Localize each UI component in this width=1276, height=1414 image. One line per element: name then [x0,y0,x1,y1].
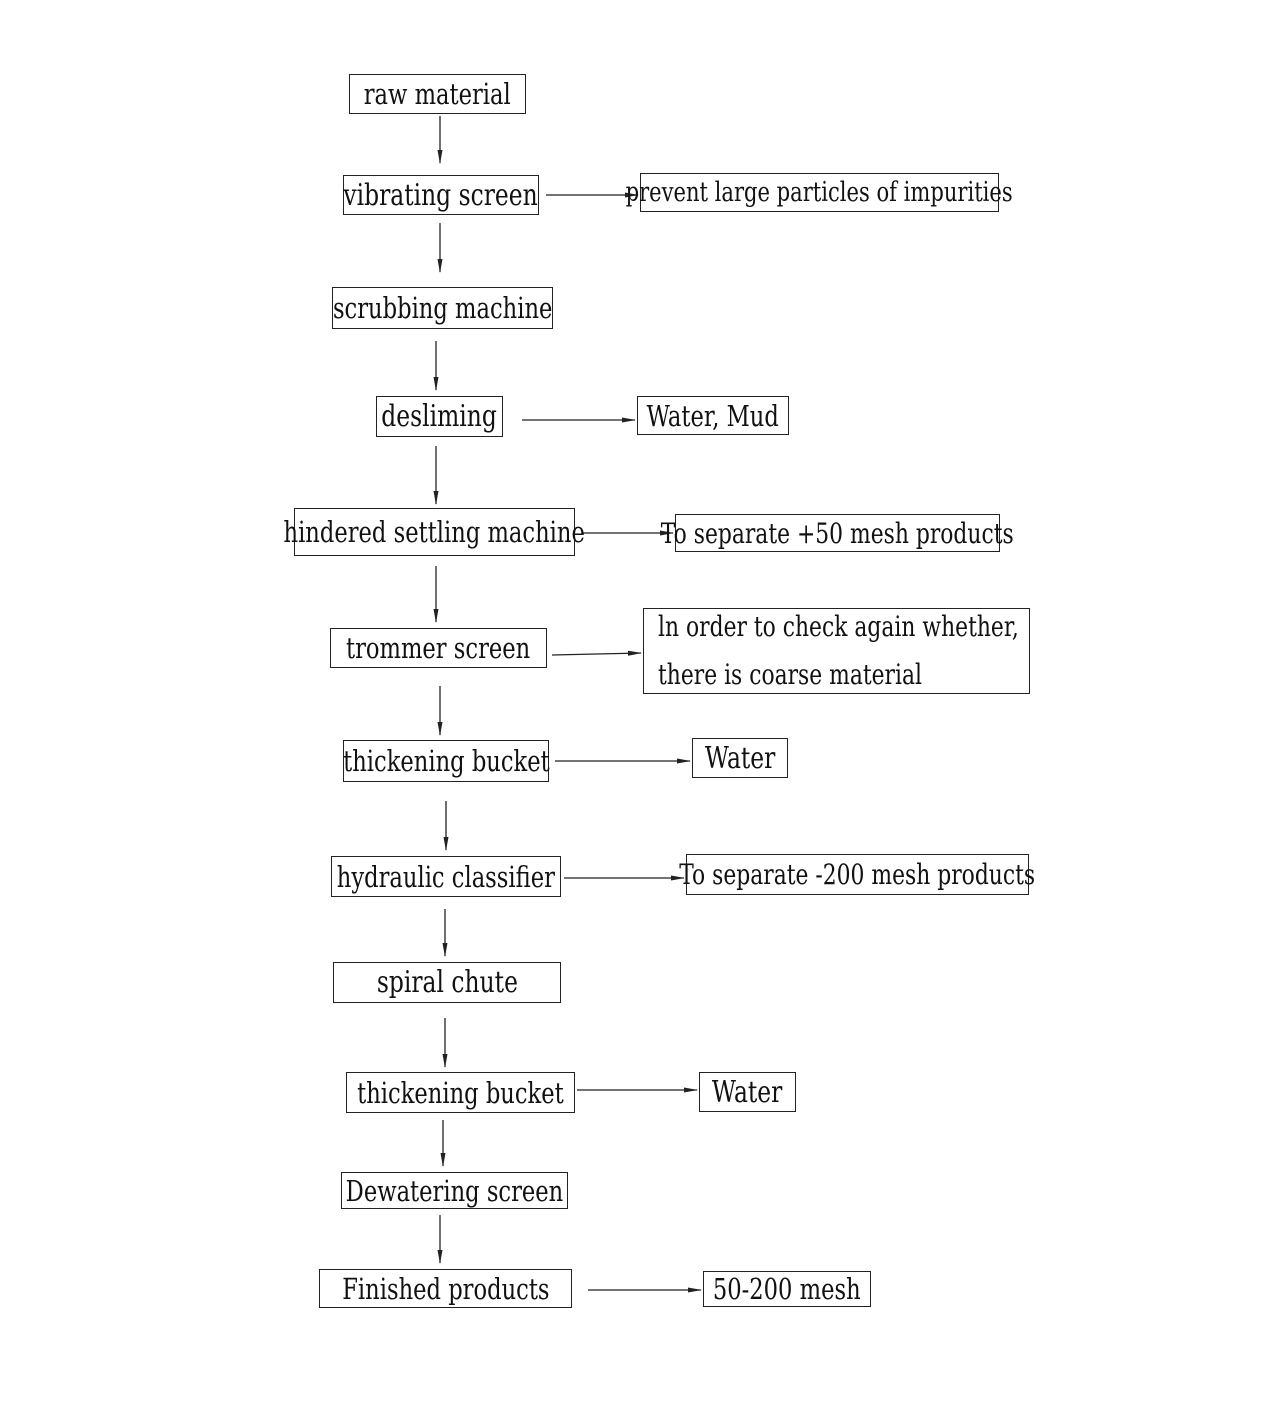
step-thickening-bucket-2: thickening bucket [346,1072,575,1113]
step-label: trommer screen [346,631,531,665]
output-water-2: Water [699,1072,796,1112]
step-label: thickening bucket [357,1075,564,1110]
output-line-2: there is coarse material [658,658,922,691]
step-trommer-screen: trommer screen [330,628,547,668]
step-hindered-settling-machine: hindered settling machine [284,508,585,556]
output-water-1: Water [692,738,788,778]
output-label: To separate -200 mesh products [679,858,1036,891]
step-spiral-chute: spiral chute [333,962,561,1003]
output-50-200-mesh: 50-200 mesh [703,1271,871,1307]
step-raw-material: raw material [349,74,526,114]
output-label: Water, Mud [646,398,780,433]
step-thickening-bucket-1: thickening bucket [343,740,549,782]
output-line-1: ln order to check again whether, [658,610,1019,643]
step-label: spiral chute [376,965,518,1000]
output-label: 50-200 mesh [713,1272,861,1306]
output-check-coarse-material: ln order to check again whether, there i… [643,608,1030,694]
step-hydraulic-classifier: hydraulic classifier [331,856,561,897]
step-label: desliming [381,399,498,434]
output-water-mud: Water, Mud [637,396,789,435]
step-label: hindered settling machine [283,515,586,549]
step-label: raw material [363,77,512,111]
step-label: hydraulic classifier [336,859,556,894]
output-label: Water [712,1074,783,1110]
step-scrubbing-machine: scrubbing machine [332,287,553,329]
step-label: thickening bucket [342,744,550,778]
output-label: To separate +50 mesh products [661,516,1014,550]
step-dewatering-screen: Dewatering screen [341,1172,568,1209]
step-vibrating-screen: vibrating screen [343,175,539,215]
output-label: prevent large particles of impurities [625,177,1014,208]
step-label: Finished products [341,1271,550,1306]
flow-arrow-right [551,650,642,656]
step-desliming: desliming [376,396,503,437]
output-separate-minus-200-mesh: To separate -200 mesh products [680,854,1035,895]
output-separate-plus-50-mesh: To separate +50 mesh products [661,514,1014,552]
output-label: Water [704,740,776,776]
output-prevent-large-particles: prevent large particles of impurities [626,173,1013,212]
step-label: scrubbing machine [332,291,553,325]
step-label: vibrating screen [343,177,539,213]
step-label: Dewatering screen [345,1173,564,1208]
step-finished-products: Finished products [319,1269,572,1308]
